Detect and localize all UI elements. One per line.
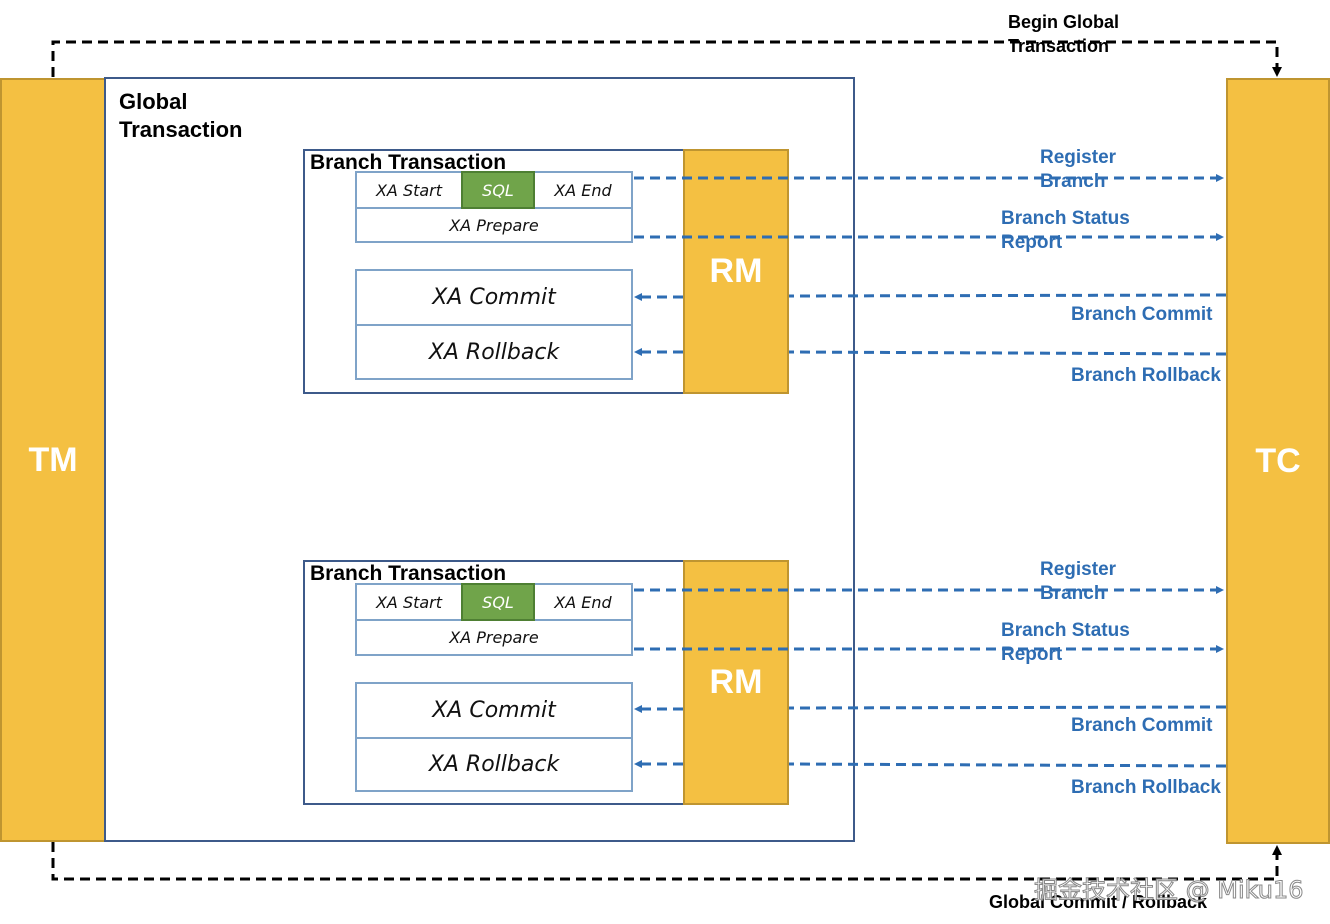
begin-global-line2: Transaction (1008, 36, 1110, 56)
branch-transaction-title-2: Branch Transaction (310, 562, 507, 585)
tc-label: TC (1255, 441, 1301, 480)
rm-label-1: RM (709, 252, 763, 290)
xa-start-cell-2: XA Start (355, 583, 463, 621)
xa-commit-cell-1: XA Commit (355, 269, 633, 326)
rm-bar-2: RM (683, 560, 789, 805)
branch-commit-label-1: Branch Commit (1071, 304, 1213, 325)
rm-bar-1: RM (683, 149, 789, 394)
xa-rollback-cell-1: XA Rollback (355, 324, 633, 380)
tm-label: TM (28, 440, 78, 479)
xa-prepare-cell-1: XA Prepare (355, 207, 633, 243)
branch-status-line1-2: Branch Status (1001, 620, 1130, 641)
register-branch-line2-1: Branch (1040, 171, 1106, 192)
xa-start-cell-1: XA Start (355, 171, 463, 209)
sql-cell-2: SQL (461, 583, 535, 621)
branch-rollback-label-2: Branch Rollback (1071, 777, 1221, 798)
tm-bar: TM (0, 78, 106, 842)
branch-rollback-label-1: Branch Rollback (1071, 365, 1221, 386)
global-transaction-title: Global Transaction (119, 88, 242, 144)
global-commit-rollback-label: Global Commit / Rollback (989, 892, 1208, 912)
xa-rollback-cell-2: XA Rollback (355, 737, 633, 792)
register-branch-line1-2: Register (1040, 559, 1117, 580)
xa-end-cell-1: XA End (533, 171, 633, 209)
register-branch-line2-2: Branch (1040, 583, 1106, 604)
sql-cell-1: SQL (461, 171, 535, 209)
branch-status-label-2: Branch Status Report (1001, 619, 1130, 667)
watermark: 掘金技术社区 @ Miku16 (1034, 876, 1305, 905)
begin-global-label: Begin Global Transaction (1008, 10, 1119, 58)
register-branch-line1-1: Register (1040, 147, 1117, 168)
xa-end-cell-2: XA End (533, 583, 633, 621)
xa-prepare-cell-2: XA Prepare (355, 619, 633, 656)
branch-status-label-1: Branch Status Report (1001, 207, 1130, 255)
register-branch-label-2: Register Branch (1040, 558, 1116, 606)
tc-bar: TC (1226, 78, 1330, 844)
branch-transaction-title-1: Branch Transaction (310, 151, 507, 174)
branch-commit-label-2: Branch Commit (1071, 715, 1213, 736)
branch-status-line1-1: Branch Status (1001, 208, 1130, 229)
begin-global-line1: Begin Global (1008, 12, 1120, 32)
branch-status-line2-2: Report (1001, 644, 1063, 665)
xa-commit-cell-2: XA Commit (355, 682, 633, 739)
branch-status-line2-1: Report (1001, 232, 1063, 253)
register-branch-label-1: Register Branch (1040, 146, 1116, 194)
global-title-line2: Transaction (119, 117, 243, 142)
rm-label-2: RM (709, 663, 763, 701)
global-title-line1: Global (119, 89, 188, 114)
